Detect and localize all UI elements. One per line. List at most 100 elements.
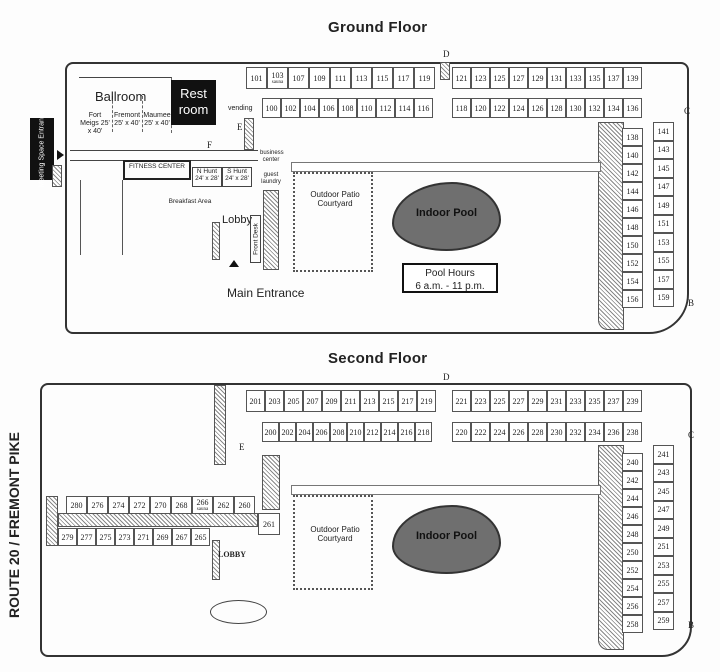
room-203[interactable]: 203 bbox=[265, 390, 284, 412]
room-239[interactable]: 239 bbox=[623, 390, 642, 412]
room-259[interactable]: 259 bbox=[653, 611, 674, 630]
room-111[interactable]: 111 bbox=[330, 67, 351, 89]
room-238[interactable]: 238 bbox=[623, 422, 642, 442]
room-277[interactable]: 277 bbox=[77, 528, 96, 546]
room-115[interactable]: 115 bbox=[372, 67, 393, 89]
room-138[interactable]: 138 bbox=[622, 128, 643, 146]
room-268[interactable]: 268 bbox=[171, 496, 192, 514]
room-127[interactable]: 127 bbox=[509, 67, 528, 89]
room-244[interactable]: 244 bbox=[622, 489, 643, 507]
room-151[interactable]: 151 bbox=[653, 214, 674, 233]
room-201[interactable]: 201 bbox=[246, 390, 265, 412]
room-118[interactable]: 118 bbox=[452, 98, 471, 118]
room-221[interactable]: 221 bbox=[452, 390, 471, 412]
room-237[interactable]: 237 bbox=[604, 390, 623, 412]
room-137[interactable]: 137 bbox=[604, 67, 623, 89]
room-261[interactable]: 261 bbox=[258, 513, 280, 535]
room-209[interactable]: 209 bbox=[322, 390, 341, 412]
room-153[interactable]: 153 bbox=[653, 233, 674, 252]
room-252[interactable]: 252 bbox=[622, 561, 643, 579]
room-124[interactable]: 124 bbox=[509, 98, 528, 118]
room-128[interactable]: 128 bbox=[547, 98, 566, 118]
room-227[interactable]: 227 bbox=[509, 390, 528, 412]
room-243[interactable]: 243 bbox=[653, 463, 674, 482]
room-109[interactable]: 109 bbox=[309, 67, 330, 89]
room-272[interactable]: 272 bbox=[129, 496, 150, 514]
room-229[interactable]: 229 bbox=[528, 390, 547, 412]
room-234[interactable]: 234 bbox=[585, 422, 604, 442]
room-112[interactable]: 112 bbox=[376, 98, 395, 118]
room-249[interactable]: 249 bbox=[653, 519, 674, 538]
room-216[interactable]: 216 bbox=[398, 422, 415, 442]
room-117[interactable]: 117 bbox=[393, 67, 414, 89]
room-260[interactable]: 260 bbox=[234, 496, 255, 514]
room-258[interactable]: 258 bbox=[622, 615, 643, 633]
room-242[interactable]: 242 bbox=[622, 471, 643, 489]
room-224[interactable]: 224 bbox=[490, 422, 509, 442]
room-131[interactable]: 131 bbox=[547, 67, 566, 89]
room-129[interactable]: 129 bbox=[528, 67, 547, 89]
room-114[interactable]: 114 bbox=[395, 98, 414, 118]
room-159[interactable]: 159 bbox=[653, 288, 674, 307]
room-254[interactable]: 254 bbox=[622, 579, 643, 597]
room-230[interactable]: 230 bbox=[547, 422, 566, 442]
room-207[interactable]: 207 bbox=[303, 390, 322, 412]
room-247[interactable]: 247 bbox=[653, 500, 674, 519]
room-213[interactable]: 213 bbox=[360, 390, 379, 412]
room-130[interactable]: 130 bbox=[566, 98, 585, 118]
room-273[interactable]: 273 bbox=[115, 528, 134, 546]
room-107[interactable]: 107 bbox=[288, 67, 309, 89]
room-228[interactable]: 228 bbox=[528, 422, 547, 442]
room-208[interactable]: 208 bbox=[330, 422, 347, 442]
room-226[interactable]: 226 bbox=[509, 422, 528, 442]
room-212[interactable]: 212 bbox=[364, 422, 381, 442]
room-101[interactable]: 101 bbox=[246, 67, 267, 89]
room-135[interactable]: 135 bbox=[585, 67, 604, 89]
room-120[interactable]: 120 bbox=[471, 98, 490, 118]
room-140[interactable]: 140 bbox=[622, 146, 643, 164]
room-104[interactable]: 104 bbox=[300, 98, 319, 118]
room-149[interactable]: 149 bbox=[653, 196, 674, 215]
room-116[interactable]: 116 bbox=[414, 98, 433, 118]
room-225[interactable]: 225 bbox=[490, 390, 509, 412]
room-245[interactable]: 245 bbox=[653, 482, 674, 501]
room-156[interactable]: 156 bbox=[622, 290, 643, 308]
room-155[interactable]: 155 bbox=[653, 251, 674, 270]
room-235[interactable]: 235 bbox=[585, 390, 604, 412]
room-143[interactable]: 143 bbox=[653, 140, 674, 159]
room-262[interactable]: 262 bbox=[213, 496, 234, 514]
room-154[interactable]: 154 bbox=[622, 272, 643, 290]
room-255[interactable]: 255 bbox=[653, 574, 674, 593]
room-144[interactable]: 144 bbox=[622, 182, 643, 200]
room-141[interactable]: 141 bbox=[653, 122, 674, 141]
room-123[interactable]: 123 bbox=[471, 67, 490, 89]
room-152[interactable]: 152 bbox=[622, 254, 643, 272]
room-271[interactable]: 271 bbox=[134, 528, 153, 546]
room-125[interactable]: 125 bbox=[490, 67, 509, 89]
room-150[interactable]: 150 bbox=[622, 236, 643, 254]
room-240[interactable]: 240 bbox=[622, 453, 643, 471]
room-279[interactable]: 279 bbox=[58, 528, 77, 546]
room-121[interactable]: 121 bbox=[452, 67, 471, 89]
room-246[interactable]: 246 bbox=[622, 507, 643, 525]
room-211[interactable]: 211 bbox=[341, 390, 360, 412]
room-223[interactable]: 223 bbox=[471, 390, 490, 412]
room-251[interactable]: 251 bbox=[653, 537, 674, 556]
room-145[interactable]: 145 bbox=[653, 159, 674, 178]
room-102[interactable]: 102 bbox=[281, 98, 300, 118]
room-205[interactable]: 205 bbox=[284, 390, 303, 412]
room-218[interactable]: 218 bbox=[415, 422, 432, 442]
room-265[interactable]: 265 bbox=[191, 528, 210, 546]
room-110[interactable]: 110 bbox=[357, 98, 376, 118]
room-133[interactable]: 133 bbox=[566, 67, 585, 89]
room-231[interactable]: 231 bbox=[547, 390, 566, 412]
room-269[interactable]: 269 bbox=[153, 528, 172, 546]
room-147[interactable]: 147 bbox=[653, 177, 674, 196]
room-142[interactable]: 142 bbox=[622, 164, 643, 182]
room-119[interactable]: 119 bbox=[414, 67, 435, 89]
room-253[interactable]: 253 bbox=[653, 556, 674, 575]
room-206[interactable]: 206 bbox=[313, 422, 330, 442]
room-256[interactable]: 256 bbox=[622, 597, 643, 615]
